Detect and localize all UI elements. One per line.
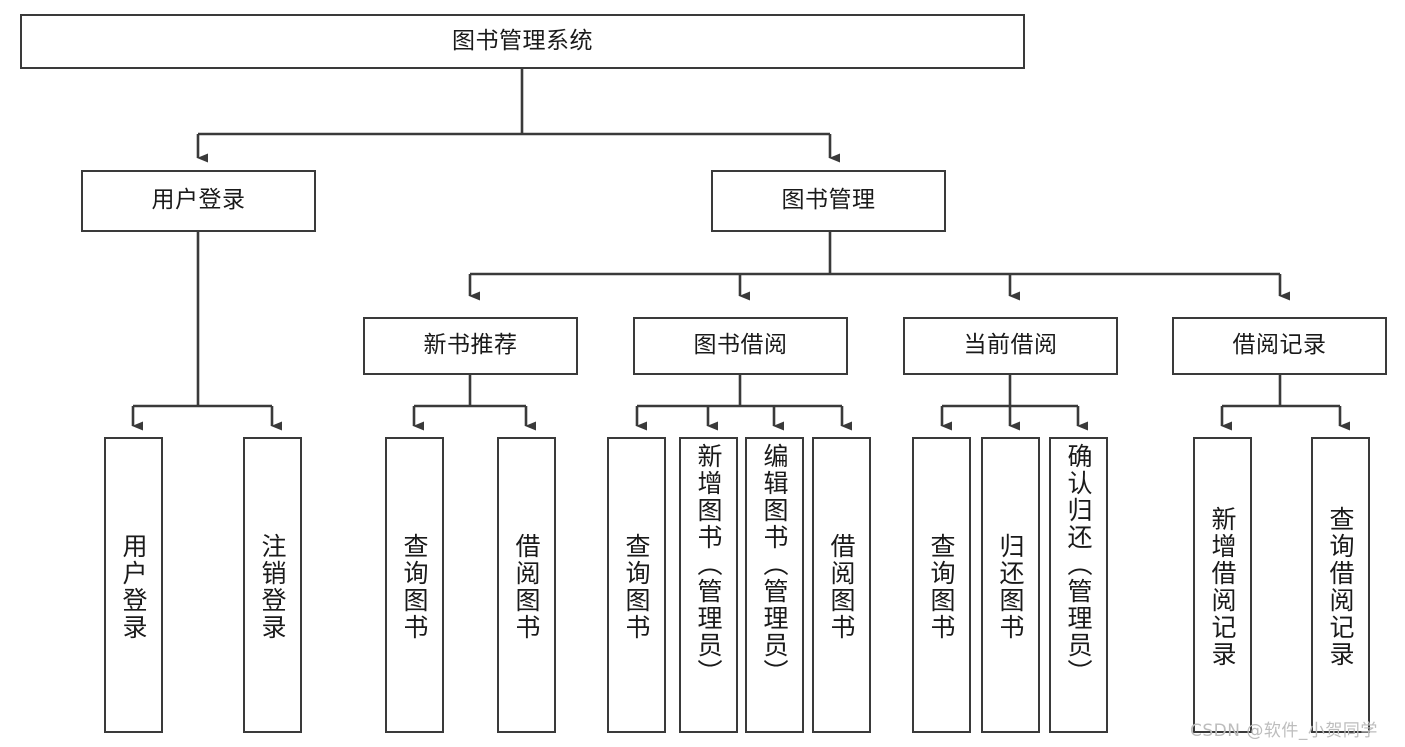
node-label: 编辑图书（管理员） <box>760 443 789 686</box>
node-label: 查询图书 <box>622 533 651 641</box>
node-label: 图书管理系统 <box>452 27 593 54</box>
leaf-recommend-query-book[interactable]: 查询图书 <box>385 437 444 733</box>
node-label: 查询图书 <box>400 533 429 641</box>
node-current-borrow[interactable]: 当前借阅 <box>903 317 1118 375</box>
leaf-record-query-record[interactable]: 查询借阅记录 <box>1311 437 1370 733</box>
leaf-user-login-login[interactable]: 用户登录 <box>104 437 163 733</box>
node-label: 新书推荐 <box>423 332 518 359</box>
csdn-watermark: CSDN @软件_小贺同学 <box>1190 721 1378 741</box>
node-label: 用户登录 <box>151 187 246 214</box>
node-book-borrow[interactable]: 图书借阅 <box>633 317 848 375</box>
node-root-system[interactable]: 图书管理系统 <box>20 14 1025 69</box>
node-label: 用户登录 <box>119 533 148 641</box>
leaf-current-return-book[interactable]: 归还图书 <box>981 437 1040 733</box>
leaf-borrow-add-book-admin[interactable]: 新增图书（管理员） <box>679 437 738 733</box>
node-label: 借阅记录 <box>1232 332 1327 359</box>
node-book-management[interactable]: 图书管理 <box>711 170 946 232</box>
leaf-recommend-borrow-book[interactable]: 借阅图书 <box>497 437 556 733</box>
node-label: 借阅图书 <box>512 533 541 641</box>
node-label: 注销登录 <box>258 533 287 641</box>
leaf-borrow-query-book[interactable]: 查询图书 <box>607 437 666 733</box>
node-label: 确认归还（管理员） <box>1064 443 1093 686</box>
leaf-current-confirm-return-admin[interactable]: 确认归还（管理员） <box>1049 437 1108 733</box>
node-label: 图书借阅 <box>693 332 788 359</box>
leaf-current-query-book[interactable]: 查询图书 <box>912 437 971 733</box>
leaf-record-add-record[interactable]: 新增借阅记录 <box>1193 437 1252 733</box>
leaf-user-login-logout[interactable]: 注销登录 <box>243 437 302 733</box>
node-label: 借阅图书 <box>827 533 856 641</box>
node-user-login[interactable]: 用户登录 <box>81 170 316 232</box>
node-label: 图书管理 <box>781 187 876 214</box>
node-label: 归还图书 <box>996 533 1025 641</box>
node-label: 查询图书 <box>927 533 956 641</box>
node-new-book-recommend[interactable]: 新书推荐 <box>363 317 578 375</box>
node-label: 新增借阅记录 <box>1208 506 1237 668</box>
leaf-borrow-borrow-book[interactable]: 借阅图书 <box>812 437 871 733</box>
leaf-borrow-edit-book-admin[interactable]: 编辑图书（管理员） <box>745 437 804 733</box>
node-label: 查询借阅记录 <box>1326 506 1355 668</box>
node-label: 当前借阅 <box>963 332 1058 359</box>
node-borrow-record[interactable]: 借阅记录 <box>1172 317 1387 375</box>
node-label: 新增图书（管理员） <box>694 443 723 686</box>
